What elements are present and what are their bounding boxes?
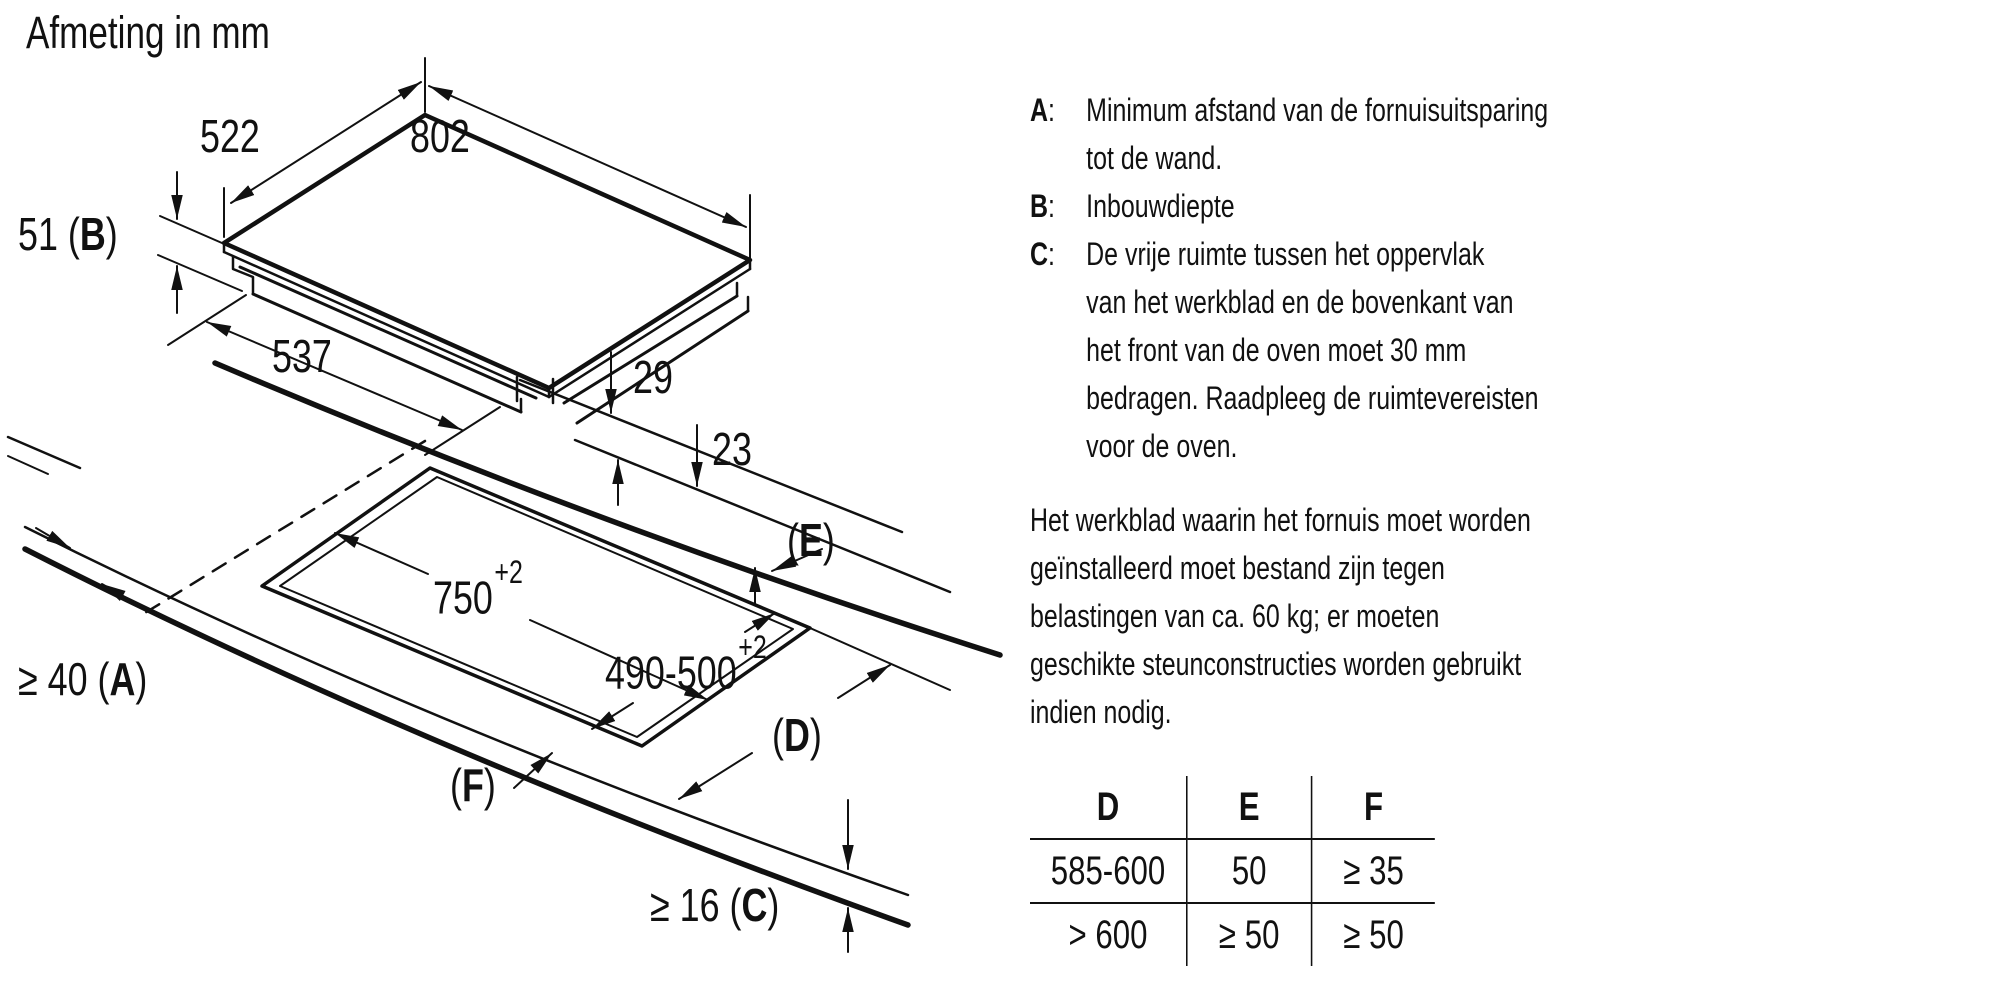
legend-text-c: De vrije ruimte tussen het oppervlak van… [1086,236,1539,464]
dim-label-23: 23 [712,423,752,475]
ref-label-d: (D) [772,709,822,761]
figure-title: Afmeting in mm [26,7,270,58]
legend-item-c: C: De vrije ruimte tussen het oppervlak … [1030,230,1997,470]
dim-label-537: 537 [272,330,332,382]
worktop-dimensions [35,527,891,953]
dim-label-min40-a: ≥ 40 (A) [18,653,148,705]
legend-term-b: B: [1030,188,1055,224]
legend: A: Minimum afstand van de fornuisuitspar… [1030,86,1997,470]
table-row: 585-600 50 ≥ 35 [1030,839,1435,904]
table-cell: 50 [1186,839,1313,904]
dim-label-29: 29 [633,351,673,403]
table-cell: 585-600 [1030,839,1188,904]
legend-term-a: A: [1030,92,1055,128]
table-header-row: D E F [1030,776,1435,840]
dim-label-750: 750+2 [433,554,523,624]
cooktop-dimensions [157,57,952,619]
table-cell: ≥ 35 [1311,839,1435,904]
table-header-e: E [1186,776,1313,840]
text-column: A: Minimum afstand van de fornuisuitspar… [1030,86,1997,966]
table-cell: > 600 [1030,903,1188,966]
dim-label-522: 522 [200,110,260,162]
legend-text-b: Inbouwdiepte [1086,188,1235,224]
dim-label-51-b: 51 (B) [18,208,118,260]
def-dimension-table: D E F 585-600 50 ≥ 35 > 600 ≥ 50 ≥ 50 [1030,776,1435,966]
table-cell: ≥ 50 [1186,903,1313,966]
table-cell: ≥ 50 [1343,913,1404,957]
table-header-d: D [1030,776,1188,840]
dim-label-min16-c: ≥ 16 (C) [650,879,780,931]
legend-item-a: A: Minimum afstand van de fornuisuitspar… [1030,86,1997,182]
dim-label-490-500: 490-500+2 [605,629,767,699]
table-header-f: F [1311,776,1435,840]
worktop-note-paragraph: Het werkblad waarin het fornuis moet wor… [1030,502,1531,730]
dim-label-802: 802 [410,110,470,162]
ref-label-f: (F) [450,759,496,811]
ref-label-e: (E) [787,514,835,566]
worktop-cutout-drawing [6,360,1003,928]
legend-item-b: B: Inbouwdiepte [1030,182,1997,230]
table-row: > 600 ≥ 50 ≥ 50 [1030,903,1435,966]
legend-term-c: C: [1030,236,1055,272]
legend-text-a: Minimum afstand van de fornuisuitsparing… [1086,92,1549,176]
